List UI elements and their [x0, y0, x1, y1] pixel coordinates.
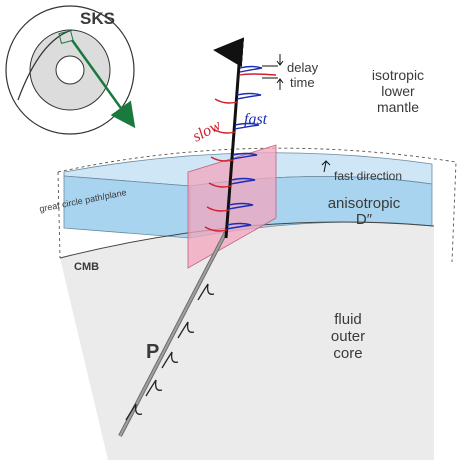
- fast-label: fast: [244, 111, 268, 128]
- cmb-label: CMB: [74, 261, 99, 273]
- isotropic-label-3: mantle: [377, 99, 419, 115]
- fast-direction-marker: [321, 160, 331, 173]
- isotropic-label-2: lower: [381, 83, 415, 99]
- delay-time-marker: [262, 54, 284, 90]
- mantle-left-edge: [57, 171, 61, 259]
- delay-label: delay: [287, 60, 319, 75]
- p-wave-label: P: [146, 341, 159, 363]
- core-label-1: fluid: [334, 311, 362, 328]
- anisotropic-label-2: D″: [356, 211, 373, 228]
- mantle-outline: [57, 147, 457, 263]
- core-label-2: outer: [331, 328, 365, 345]
- anisotropic-label-1: anisotropic: [328, 195, 401, 212]
- p-wavelets: [125, 283, 215, 421]
- core-label-3: core: [333, 345, 362, 362]
- dpp-layer-left: [63, 175, 191, 239]
- fast-waveforms: [226, 65, 263, 230]
- outer-core-region: [60, 222, 434, 460]
- slow-waveforms: [204, 73, 277, 232]
- slow-label: slow: [190, 117, 224, 146]
- inset-title: SKS: [80, 9, 115, 28]
- sks-ray-arrow: [213, 37, 245, 239]
- fast-direction-label: fast direction: [334, 169, 402, 183]
- p-ray-highlight: [119, 231, 227, 437]
- time-label: time: [290, 75, 315, 90]
- isotropic-label-1: isotropic: [372, 67, 424, 83]
- sks-inset-globe: [5, 5, 136, 135]
